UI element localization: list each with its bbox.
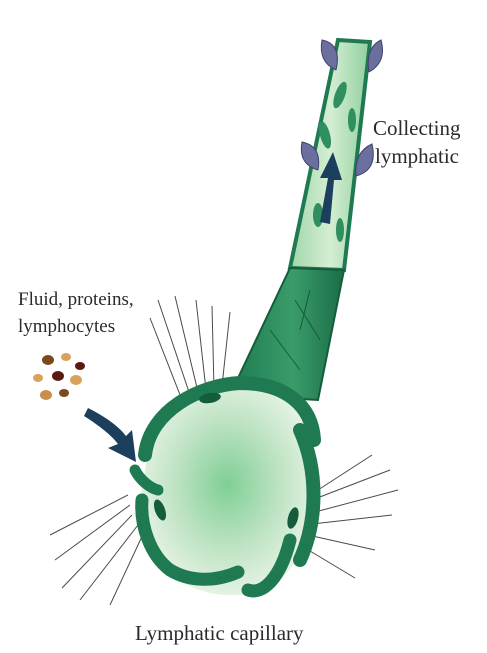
label-fluid-line2: lymphocytes (18, 316, 115, 337)
fluid-particles (33, 353, 85, 400)
collecting-lymphatic-vessel (290, 40, 383, 270)
label-collecting-line1: Collecting (373, 116, 461, 140)
entry-arrow-icon (84, 408, 136, 462)
lymphatic-capillary (135, 382, 315, 595)
valve-cells (321, 40, 337, 70)
label-lymphatic-capillary: Lymphatic capillary (135, 621, 304, 645)
label-collecting-line2: lymphatic (375, 144, 459, 168)
label-fluid-line1: Fluid, proteins, (18, 289, 134, 310)
